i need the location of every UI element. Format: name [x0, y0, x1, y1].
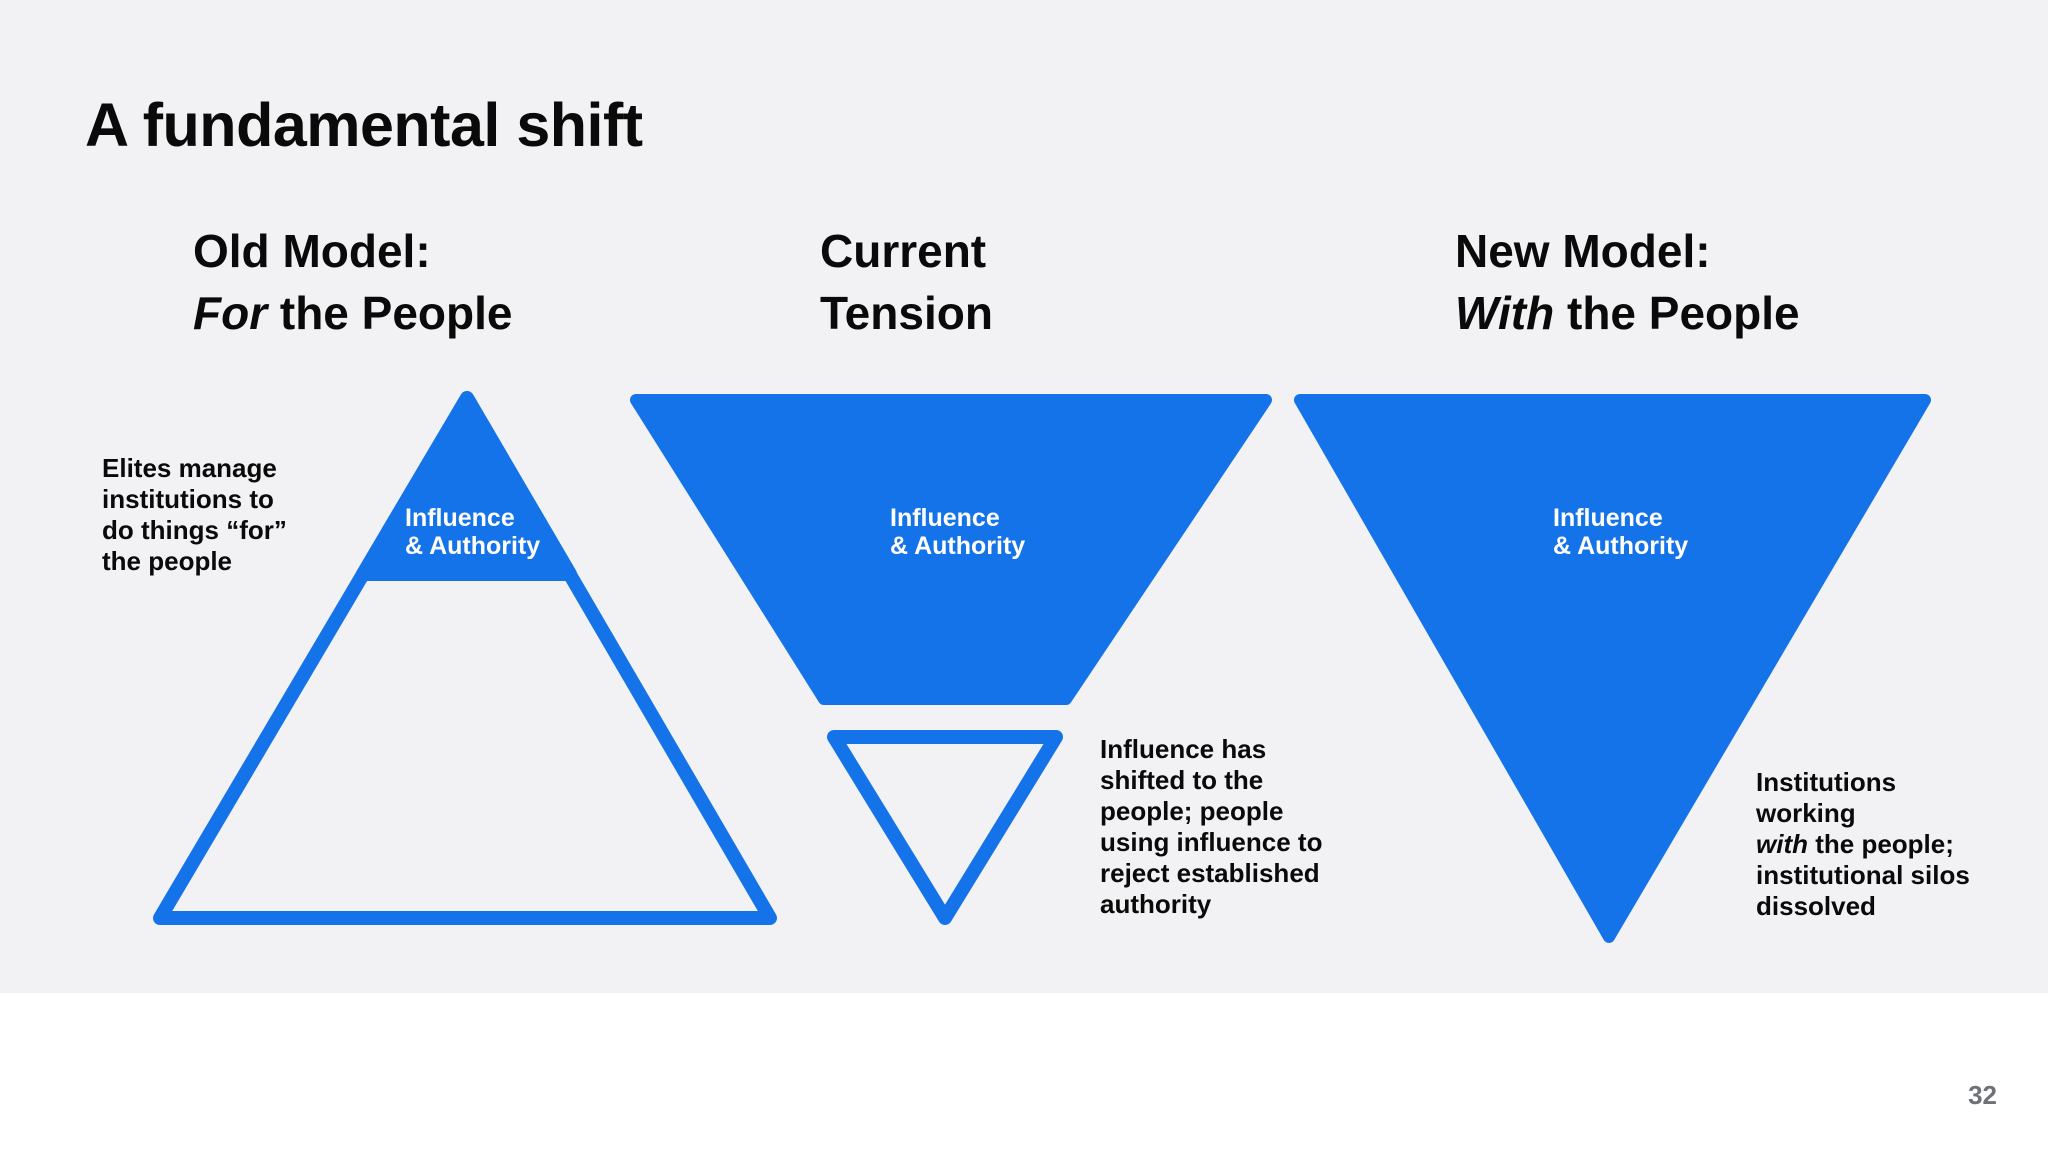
annotation-new-model-post: the people; institutional silos dissolve…	[1756, 829, 1970, 921]
heading-current-tension-line2: Tension	[820, 282, 993, 344]
annotation-old-model: Elites manage institutions to do things …	[102, 453, 287, 577]
heading-new-model-emphasis: With	[1455, 287, 1555, 339]
current-tension-small-triangle-outline	[827, 730, 1063, 925]
heading-new-model-line1: New Model:	[1455, 225, 1711, 277]
slide-title: A fundamental shift	[85, 91, 643, 159]
heading-current-tension-line1: Current	[820, 225, 987, 277]
new-model-inverted-triangle	[1294, 394, 1931, 943]
annotation-new-model-emphasis: with	[1756, 829, 1808, 859]
annotation-new-model: Institutions working with the people; in…	[1756, 767, 1970, 922]
heading-current-tension-line2-rest: Tension	[820, 287, 993, 339]
shape-label-old-model: Influence & Authority	[405, 504, 541, 560]
shape-label-new-model: Influence & Authority	[1553, 504, 1689, 560]
old-model-pyramid-outline	[153, 391, 777, 925]
heading-old-model-line2: For the People	[193, 282, 513, 344]
old-model-pyramid-filled-cap	[356, 391, 577, 581]
heading-new-model: New Model: With the People	[1455, 220, 1800, 344]
heading-new-model-line2: With the People	[1455, 282, 1800, 344]
annotation-current-tension: Influence has shifted to the people; peo…	[1100, 734, 1322, 920]
heading-old-model-line2-rest: the People	[267, 287, 513, 339]
current-tension-funnel	[630, 394, 1272, 705]
heading-old-model-emphasis: For	[193, 287, 268, 339]
heading-old-model: Old Model: For the People	[193, 220, 513, 344]
shape-label-current-tension: Influence & Authority	[890, 504, 1026, 560]
heading-current-tension: Current Tension	[820, 220, 993, 344]
annotation-current-tension-text: Influence has shifted to the people; peo…	[1100, 734, 1323, 919]
annotation-new-model-pre: Institutions working	[1756, 767, 1897, 828]
page-number: 32	[1968, 1080, 1997, 1110]
heading-old-model-line1: Old Model:	[193, 225, 431, 277]
annotation-old-model-text: Elites manage institutions to do things …	[102, 453, 287, 576]
heading-new-model-line2-rest: the People	[1554, 287, 1800, 339]
